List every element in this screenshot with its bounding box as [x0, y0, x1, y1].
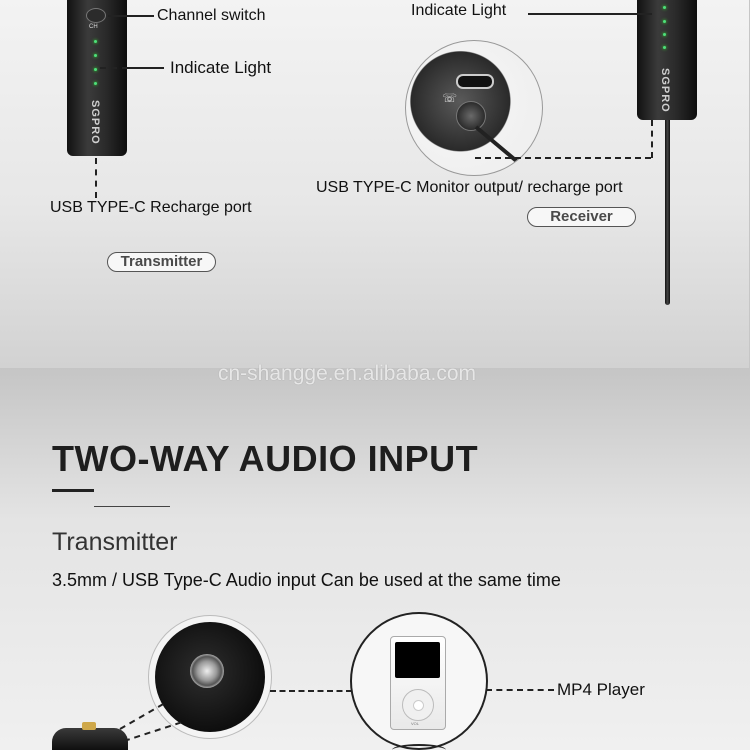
receiver-device [637, 0, 697, 120]
section-description: 3.5mm / USB Type-C Audio input Can be us… [52, 570, 561, 590]
receiver-led-3 [663, 33, 666, 36]
receiver-led-4 [663, 46, 666, 49]
receiver-led-1 [663, 6, 666, 9]
channel-switch-label: Channel switch [157, 7, 266, 24]
jack-to-player-leader [270, 690, 352, 692]
section-subtitle: Transmitter [52, 528, 178, 556]
receiver-badge: Receiver [527, 207, 636, 227]
headphone-icon: ☏ [442, 91, 458, 105]
title-underline-thick [52, 489, 94, 492]
transmitter-base [52, 728, 128, 750]
audio-jack-closeup [148, 615, 272, 739]
mp4-player-screen [395, 642, 440, 678]
indicate-light-label: Indicate Light [170, 58, 272, 77]
receiver-brand-logo: SGPRO [659, 68, 671, 113]
transmitter-badge: Transmitter [107, 252, 216, 272]
transmitter-base-connector [82, 722, 96, 730]
usb-c-port [456, 74, 494, 89]
usb-recharge-label: USB TYPE-C Recharge port [50, 199, 252, 216]
indicate-light-leader [100, 67, 128, 69]
mp4-vol-label: VOL [411, 721, 420, 726]
indicate-light-leader-solid [128, 67, 164, 69]
mp4-player-leader [486, 689, 554, 691]
transmitter-device [67, 0, 127, 156]
receiver-indicate-leader [528, 13, 652, 15]
transmitter-led-3 [94, 68, 97, 71]
transmitter-led-4 [94, 82, 97, 85]
receiver-antenna [665, 120, 670, 305]
receiver-led-2 [663, 20, 666, 23]
mp4-player-closeup: VOL [350, 612, 488, 750]
ch-label: CH [89, 24, 98, 30]
usb-monitor-label: USB TYPE-C Monitor output/ recharge port [316, 179, 623, 196]
transmitter-brand-logo: SGPRO [89, 100, 101, 145]
usb-port-closeup: ☏ [405, 40, 543, 176]
mp4-player-label: MP4 Player [557, 680, 645, 699]
receiver-port-leader-h [475, 157, 651, 159]
watermark: cn-shangge.en.alibaba.com [218, 362, 477, 385]
transmitter-led-1 [94, 40, 97, 43]
transmitter-led-2 [94, 54, 97, 57]
audio-cable [474, 125, 531, 174]
receiver-indicate-light-label: Indicate Light [411, 2, 507, 19]
channel-switch-button [86, 8, 106, 23]
mp4-player-center-button [413, 700, 424, 711]
second-device-closeup-edge [392, 744, 446, 756]
channel-switch-leader [108, 15, 154, 17]
mp4-player-device: VOL [390, 636, 446, 730]
title-underline-thin [94, 506, 170, 507]
jack-socket [190, 654, 224, 688]
usb-recharge-leader [95, 158, 97, 198]
receiver-port-leader-v [651, 120, 653, 158]
section-title: TWO-WAY AUDIO INPUT [52, 438, 479, 479]
audio-jack-plug [456, 101, 486, 131]
